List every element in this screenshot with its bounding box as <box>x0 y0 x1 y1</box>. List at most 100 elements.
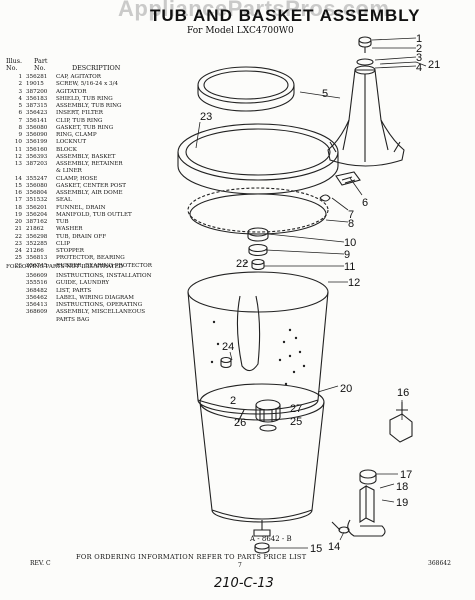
handwritten-note: 210-C-13 <box>214 576 274 591</box>
parts-row-desc: MANIFOLD, TUB OUTLET <box>56 211 132 218</box>
callout-23: 23 <box>200 111 212 123</box>
col-part-no: No. <box>34 64 46 73</box>
callout-3: 3 <box>416 52 422 64</box>
callout-27: 27 <box>290 403 302 415</box>
callout-15: 15 <box>310 543 322 555</box>
parts-row-desc: WASHER <box>56 226 83 233</box>
callout-1: 1 <box>416 33 422 45</box>
not-illustrated-desc: GUIDE, LAUNDRY <box>56 280 110 287</box>
parts-row-part-no: 356199 <box>26 139 48 146</box>
parts-row-desc: RING, CLAMP <box>56 132 97 138</box>
parts-row-part-no: 21862 <box>26 226 44 233</box>
parts-row: 22 356298 TUB, DRAIN OFF <box>6 234 186 241</box>
parts-row-illus: 13 <box>14 161 22 167</box>
parts-row-part-no: 356080 <box>26 124 48 131</box>
callout-14: 14 <box>328 541 340 553</box>
callout-16: 16 <box>397 387 409 399</box>
parts-row-part-no: 356080 <box>26 182 48 189</box>
parts-row-desc: CLIP, TUB RING <box>56 117 103 124</box>
not-illustrated-heading: FOLLOWING PARTS NOT ILLUSTRATED <box>6 264 124 270</box>
callout-19: 19 <box>396 497 408 509</box>
not-illustrated-part-no: 368609 <box>26 309 48 316</box>
parts-row-part-no: 356813 <box>26 255 48 262</box>
not-illustrated-row: 368609 ASSEMBLY, MISCELLANEOUS <box>6 309 186 316</box>
parts-row-illus: 5 <box>18 103 22 109</box>
parts-row-illus: 9 <box>18 132 22 138</box>
parts-row-desc: AGITATOR <box>56 88 87 95</box>
parts-row-part-no: 387200 <box>26 88 48 95</box>
parts-row-part-no: 356804 <box>26 190 48 196</box>
parts-row-desc: GASKET, TUB RING <box>56 124 114 131</box>
col-illus-no: No. <box>6 64 18 73</box>
parts-row-illus: 18 <box>14 204 22 211</box>
document-number: 368642 <box>428 560 451 567</box>
parts-row: 8 356080 GASKET, TUB RING <box>6 125 186 132</box>
callout-8: 8 <box>348 218 354 230</box>
parts-row-illus: 19 <box>14 211 22 218</box>
col-illus: Illus. <box>6 57 23 65</box>
parts-row-part-no: 356204 <box>26 211 48 218</box>
callout-6: 6 <box>362 197 368 209</box>
parts-row-part-no: 387315 <box>26 103 48 109</box>
callout-22: 22 <box>236 258 248 270</box>
callout-2: 2 <box>416 43 422 55</box>
callout-25: 25 <box>290 416 302 428</box>
not-illustrated-part-no: 355516 <box>26 280 48 287</box>
parts-row-part-no: 351532 <box>26 197 48 204</box>
callout-2-lower: 2 <box>230 395 236 407</box>
parts-row-desc: CLAMP, HOSE <box>56 175 98 182</box>
not-illustrated-desc: PARTS BAG <box>56 316 90 323</box>
not-illustrated-desc: ASSEMBLY, MISCELLANEOUS <box>56 309 146 316</box>
parts-row-illus: 12 <box>14 153 22 160</box>
parts-row-illus: 3 <box>18 88 22 95</box>
callout-11: 11 <box>344 261 355 273</box>
parts-row-illus: 15 <box>14 182 22 189</box>
parts-row-illus: 8 <box>18 124 22 131</box>
callout-5: 5 <box>322 88 328 100</box>
parts-row-illus: 4 <box>18 95 22 102</box>
callout-17: 17 <box>400 469 412 481</box>
parts-row-illus: 22 <box>14 233 22 240</box>
parts-row-illus: 26 <box>14 262 22 269</box>
not-illustrated-desc: INSTRUCTIONS, INSTALLATION <box>56 273 152 279</box>
parts-row-illus: 16 <box>14 190 22 196</box>
parts-row-desc: CLIP <box>56 240 70 247</box>
parts-row-part-no: 356298 <box>26 233 48 240</box>
drawing-number: A - 8642 - B <box>250 535 292 543</box>
parts-row: 14 355247 CLAMP, HOSE <box>6 176 186 183</box>
parts-row-part-no: 355247 <box>26 175 48 182</box>
parts-row-desc: TUB, DRAIN OFF <box>56 233 107 240</box>
parts-row-desc: INSERT, FILTER <box>56 110 103 117</box>
parts-row-desc: SHIELD, TUB RING <box>56 95 113 102</box>
not-illustrated-part-no: 368482 <box>26 287 48 294</box>
callout-20: 20 <box>340 383 352 395</box>
parts-row-illus: 1 <box>18 74 22 80</box>
parts-row-illus: 25 <box>14 255 22 262</box>
parts-row-desc: FUNNEL, DRAIN <box>56 204 106 211</box>
parts-row-part-no: 356393 <box>26 153 48 160</box>
parts-row-illus: 14 <box>14 175 22 182</box>
parts-row-part-no: 387162 <box>26 219 48 225</box>
parts-row-part-no: 356183 <box>26 95 48 102</box>
not-illustrated-row: PARTS BAG <box>6 317 186 324</box>
parts-row-part-no: 356160 <box>26 146 48 153</box>
parts-row-illus: 21 <box>14 226 22 233</box>
